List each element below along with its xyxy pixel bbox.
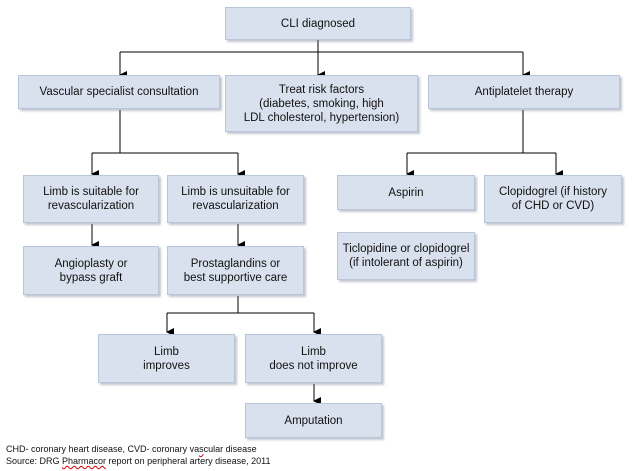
node-angioplasty: Angioplasty or bypass graft xyxy=(23,246,159,295)
footnote-abbreviations: CHD- coronary heart disease, CVD- corona… xyxy=(6,444,257,454)
node-amputation: Amputation xyxy=(245,403,382,438)
node-prostaglandins: Prostaglandins or best supportive care xyxy=(167,246,304,295)
footnote-source: Source: DRG Pharmacor report on peripher… xyxy=(6,456,271,466)
node-antiplatelet-therapy: Antiplatelet therapy xyxy=(428,75,620,109)
node-ticlopidine: Ticlopidine or clopidogrel (if intoleran… xyxy=(337,232,475,280)
node-limb-unsuitable: Limb is unsuitable for revascularization xyxy=(167,175,304,223)
node-aspirin: Aspirin xyxy=(337,175,475,210)
node-clopidogrel: Clopidogrel (if history of CHD or CVD) xyxy=(484,175,622,223)
node-limb-suitable: Limb is suitable for revascularization xyxy=(23,175,159,223)
node-treat-risk-factors: Treat risk factors (diabetes, smoking, h… xyxy=(225,75,418,132)
node-cli-diagnosed: CLI diagnosed xyxy=(225,7,411,40)
node-limb-not-improve: Limb does not improve xyxy=(245,334,382,383)
node-vascular-consultation: Vascular specialist consultation xyxy=(18,75,220,109)
node-limb-improves: Limb improves xyxy=(98,334,235,383)
